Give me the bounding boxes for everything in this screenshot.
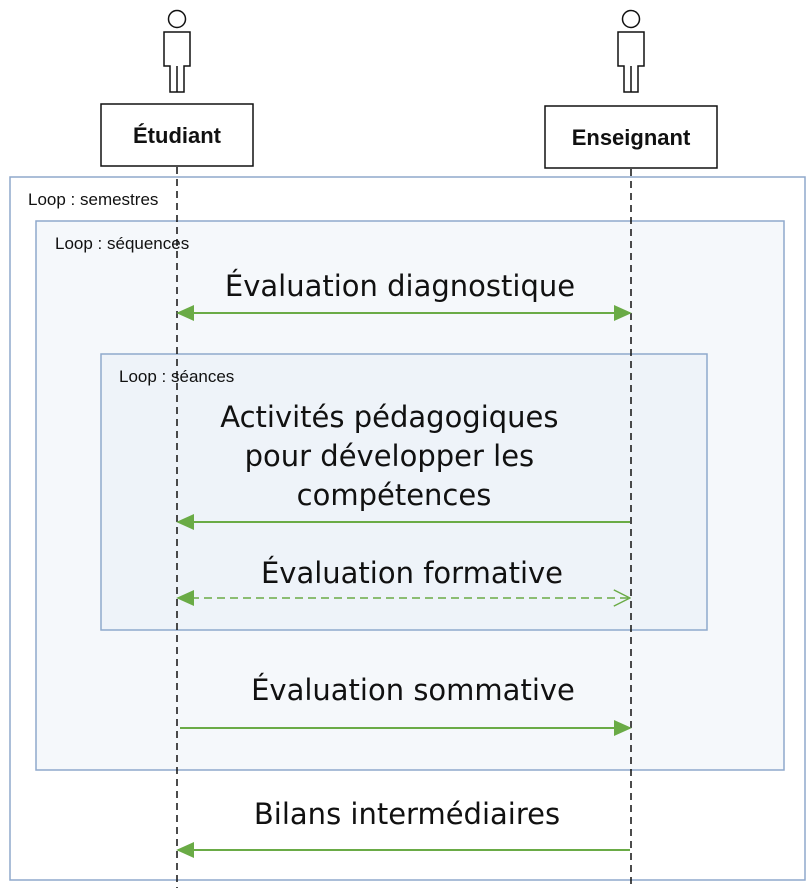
loop-label-semestres: Loop : semestres [28, 190, 158, 209]
message-label-sommative: Évaluation sommative [251, 673, 575, 707]
message-label-bilans: Bilans intermédiaires [254, 797, 560, 831]
actor-label-etudiant: Étudiant [133, 123, 222, 148]
message-label-activites-line-1: Activités pédagogiques [220, 400, 558, 434]
message-label-diagnostique: Évaluation diagnostique [225, 269, 575, 303]
loop-frame-seances [100, 353, 708, 631]
message-label-activites: Activités pédagogiques pour développer l… [220, 400, 567, 512]
loop-label-sequences: Loop : séquences [55, 234, 189, 253]
actor-person-icon [617, 9, 645, 93]
actor-box-enseignant [544, 105, 718, 169]
actor-person-icon [163, 9, 191, 93]
actor-box-etudiant [100, 103, 254, 167]
message-label-formative: Évaluation formative [261, 556, 563, 590]
message-label-activites-line-3: compétences [297, 478, 492, 512]
message-label-activites-line-2: pour développer les [245, 439, 535, 473]
actor-label-enseignant: Enseignant [572, 125, 691, 150]
